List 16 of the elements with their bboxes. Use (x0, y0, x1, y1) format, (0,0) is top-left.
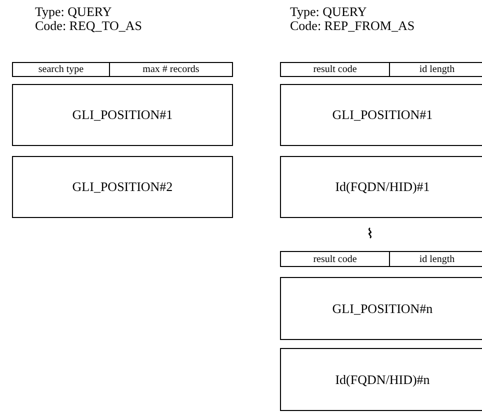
field-cell: max # records (109, 62, 233, 77)
header-text: Type: QUERY (35, 5, 112, 19)
field-cell: id length (389, 62, 482, 77)
field-cell: search type (12, 62, 110, 77)
field-box: GLI_POSITION#2 (12, 156, 233, 218)
field-box: Id(FQDN/HID)#1 (280, 156, 482, 218)
field-cell: result code (280, 251, 390, 267)
field-box: GLI_POSITION#n (280, 277, 482, 340)
field-cell: id length (389, 251, 482, 267)
field-cell: result code (280, 62, 390, 77)
header-text: Code: REQ_TO_AS (35, 19, 142, 33)
header-text: Code: REP_FROM_AS (290, 19, 415, 33)
header-text: Type: QUERY (290, 5, 367, 19)
field-box: Id(FQDN/HID)#n (280, 348, 482, 411)
field-box: GLI_POSITION#1 (280, 84, 482, 146)
field-box: GLI_POSITION#1 (12, 84, 233, 146)
